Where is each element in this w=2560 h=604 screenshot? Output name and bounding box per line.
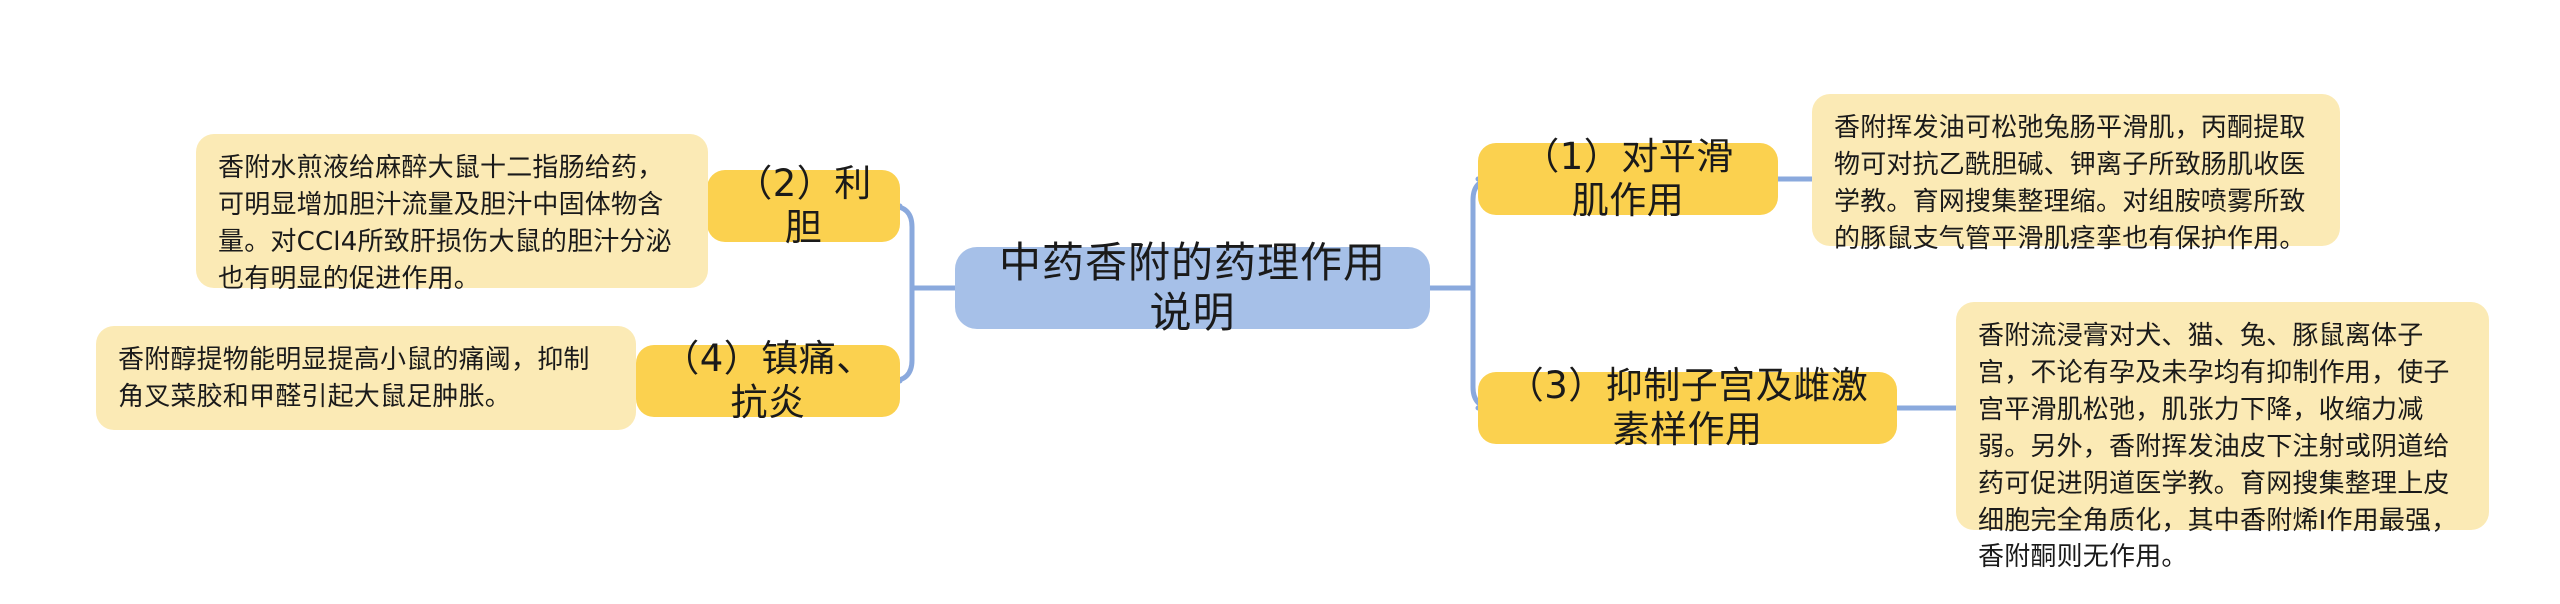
branch-node-2-licdan[interactable]: （2）利胆 xyxy=(707,162,900,249)
detail-textbox-branch-1: 香附挥发油可松弛兔肠平滑肌，丙酮提取物可对抗乙酰胆碱、钾离子所致肠肌收医学教。育… xyxy=(1812,94,2340,254)
center-node[interactable]: 中药香附的药理作用说明 xyxy=(955,238,1430,337)
branch-node-4-zhentong-kangyan[interactable]: （4）镇痛、抗炎 xyxy=(636,337,900,424)
branch-node-1-pinghuaji[interactable]: （1）对平滑肌作用 xyxy=(1478,135,1778,222)
detail-textbox-branch-2: 香附水煎液给麻醉大鼠十二指肠给药，可明显增加胆汁流量及胆汁中固体物含量。对CCl… xyxy=(196,134,708,294)
detail-textbox-branch-3: 香附流浸膏对犬、猫、兔、豚鼠离体子宫，不论有孕及未孕均有抑制作用，使子宫平滑肌松… xyxy=(1956,302,2489,572)
branch-node-3-zigong[interactable]: （3）抑制子宫及雌激素样作用 xyxy=(1478,364,1897,451)
detail-textbox-branch-4: 香附醇提物能明显提高小鼠的痛阈，抑制角叉菜胶和甲醛引起大鼠足肿胀。 xyxy=(96,326,636,430)
